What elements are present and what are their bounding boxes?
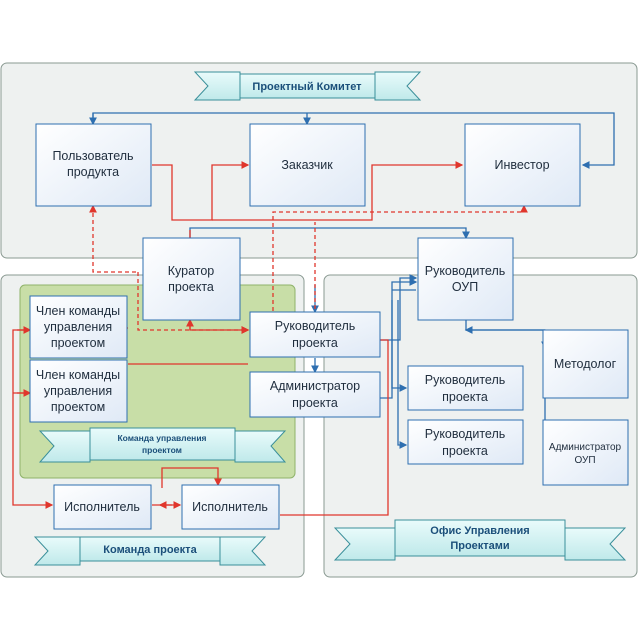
node-admin-label-1: Администратор [270,379,360,393]
node-office-pm-2-label-2: проекта [442,444,488,458]
node-curator[interactable]: Куратор проекта [142,237,241,321]
mgmt-team-title-2: проектом [142,445,182,455]
node-member-2[interactable]: Член команды управления проектом [29,359,128,423]
node-executor-1[interactable]: Исполнитель [53,484,152,530]
node-investor-label: Инвестор [494,158,549,172]
node-pmo-head-label-1: Руководитель [425,264,506,278]
committee-title: Проектный Комитет [252,81,362,93]
node-admin-label-2: проекта [292,396,338,410]
mgmt-team-banner: Команда управления проектом [38,427,287,463]
node-methodologist[interactable]: Методолог [542,329,629,399]
project-team-title: Команда проекта [103,544,197,556]
node-office-pm-1-label-2: проекта [442,390,488,404]
node-office-pm-2[interactable]: Руководитель проекта [407,419,524,465]
node-executor-2-label: Исполнитель [192,500,268,514]
node-member-1-label-1: Член команды [36,304,120,318]
node-executor-2[interactable]: Исполнитель [181,484,280,530]
node-curator-label-2: проекта [168,280,214,294]
pmo-title-1: Офис Управления [430,525,529,537]
node-member-1-label-3: проектом [51,336,105,350]
node-customer-label: Заказчик [281,158,333,172]
node-member-1-label-2: управления [44,320,112,334]
node-curator-label-1: Куратор [168,264,215,278]
node-pmo-admin-label-1: Администратор [549,442,622,453]
node-office-pm-1-label-1: Руководитель [425,373,506,387]
node-user-label-1: Пользователь [52,149,133,163]
node-user[interactable]: Пользователь продукта [35,123,152,207]
node-pmo-admin[interactable]: Администратор ОУП [542,419,629,486]
committee-banner: Проектный Комитет [193,71,422,101]
node-pm[interactable]: Руководитель проекта [249,311,381,358]
mgmt-team-title-1: Команда управления [117,433,206,443]
node-admin[interactable]: Администратор проекта [249,371,381,418]
node-customer[interactable]: Заказчик [249,123,366,207]
node-member-2-label-1: Член команды [36,368,120,382]
node-member-2-label-2: управления [44,384,112,398]
node-pm-label-1: Руководитель [275,319,356,333]
node-member-2-label-3: проектом [51,400,105,414]
node-methodologist-label: Методолог [554,357,617,371]
node-member-1[interactable]: Член команды управления проектом [29,295,128,359]
node-pmo-admin-label-2: ОУП [574,455,595,466]
node-executor-1-label: Исполнитель [64,500,140,514]
pmo-title-2: Проектами [450,540,509,552]
node-pmo-head-label-2: ОУП [452,280,478,294]
node-pm-label-2: проекта [292,336,338,350]
node-user-label-2: продукта [67,165,119,179]
red-connectors [12,161,464,516]
pmo-banner: Офис Управления Проектами [333,519,627,561]
node-pmo-head[interactable]: Руководитель ОУП [417,237,514,321]
node-office-pm-2-label-1: Руководитель [425,427,506,441]
project-team-banner: Команда проекта [33,536,267,566]
node-investor[interactable]: Инвестор [464,123,581,207]
node-office-pm-1[interactable]: Руководитель проекта [407,365,524,411]
